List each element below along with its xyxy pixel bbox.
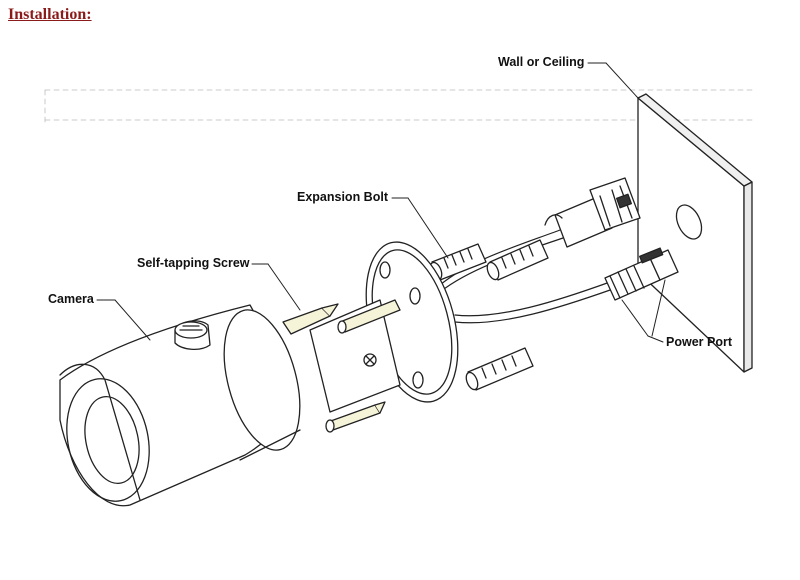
label-expansion-bolt: Expansion Bolt [297, 190, 388, 204]
label-power-port: Power Port [666, 335, 732, 349]
label-camera: Camera [48, 292, 94, 306]
cables [439, 229, 614, 324]
expansion-bolts [429, 239, 549, 391]
label-wall-or-ceiling: Wall or Ceiling [498, 55, 585, 69]
section-heading: Installation: [8, 6, 92, 23]
mounting-bracket [309, 241, 459, 413]
leader-lines [96, 62, 666, 343]
guide-lines [44, 89, 756, 126]
network-connector [544, 177, 641, 248]
label-self-tapping-screw: Self-tapping Screw [137, 256, 250, 270]
self-tapping-screws [282, 299, 401, 433]
wall-plate [637, 93, 753, 373]
power-connector [604, 247, 679, 301]
camera-body [59, 304, 301, 507]
